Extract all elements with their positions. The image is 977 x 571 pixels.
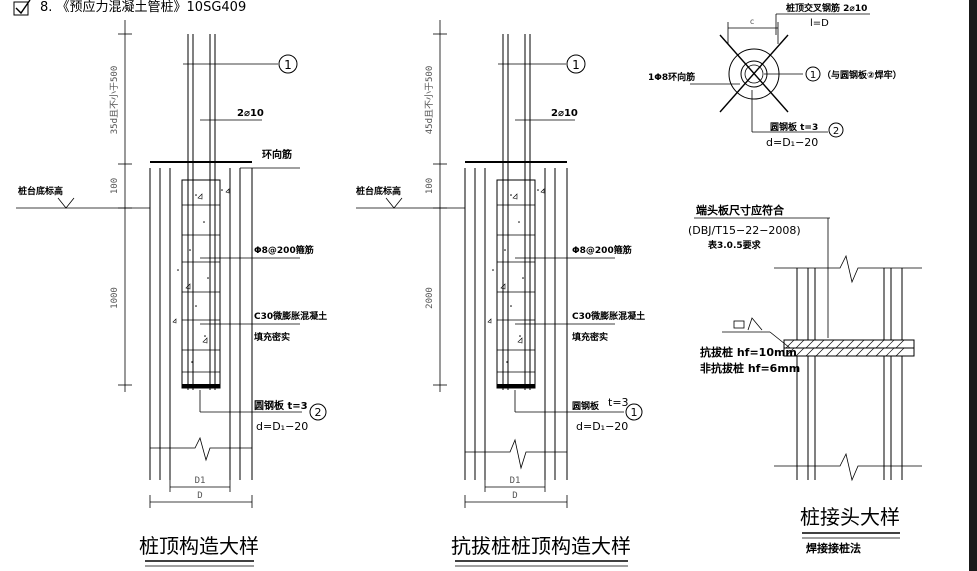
middle-detail: 45d且不小于500 100 2000 1 2⌀10: [356, 20, 645, 567]
mid-dim-top: 45d且不小于500: [424, 66, 435, 135]
left-dim-d1: D1: [195, 476, 206, 486]
rt-l-eq: l=D: [810, 18, 829, 29]
dim-low: 1000: [110, 287, 120, 309]
mid-dim-mid: 100: [425, 178, 435, 194]
rt-plate-d: d=D₁−20: [766, 136, 818, 149]
mid-fill: 填充密实: [572, 331, 608, 343]
mid-dim-d1: D1: [510, 476, 521, 486]
rt-weld-note: （与圆钢板②焊牢）: [822, 69, 902, 81]
left-fill: 填充密实: [254, 331, 290, 343]
mid-concrete: C30微膨胀混凝土: [572, 310, 645, 322]
mid-plate: 圆钢板: [572, 400, 600, 412]
dim-mid: 100: [110, 178, 120, 194]
mid-stirrup: Φ8@200箍筋: [572, 244, 632, 256]
vertical-scrollbar[interactable]: [969, 0, 977, 571]
check-mark-icon: [15, 0, 31, 15]
right-bottom-joint: 端头板尺寸应符合 (DBJ/T15−22−2008) 表3.0.5要求: [688, 203, 922, 555]
rb-note3: 表3.0.5要求: [707, 239, 762, 251]
left-ring-bar: 环向筋: [262, 148, 292, 161]
left-plate-d: d=D₁−20: [256, 420, 308, 433]
left-rebar-label: 2⌀10: [237, 108, 264, 119]
rt-dim-c: c: [750, 17, 755, 26]
left-plate-circle: 2: [315, 406, 322, 419]
mid-plate-d: d=D₁−20: [576, 420, 628, 433]
rt-cross-bar: 桩顶交叉钢筋 2⌀10: [786, 2, 867, 14]
rb-note2: (DBJ/T15−22−2008): [688, 224, 801, 237]
mid-title: 抗拔桩桩顶构造大样: [451, 534, 631, 558]
left-dim-d: D: [197, 491, 202, 501]
left-title: 桩顶构造大样: [139, 534, 259, 558]
header-item: 8. 《预应力混凝土管桩》10SG409: [40, 0, 246, 15]
mid-circle-1: 1: [572, 58, 580, 72]
rb-weld1: 抗拔桩 hf=10mm: [700, 345, 797, 359]
mid-cap-elev: 桩台底标高: [356, 185, 401, 197]
rb-title: 桩接头大样: [800, 505, 900, 529]
rt-plate: 圆钢板 t=3: [770, 121, 818, 133]
rt-ring: 1Φ8环向筋: [648, 71, 695, 83]
right-top-plan: c 桩顶交叉钢筋 2⌀10 l=D 1Φ8环向筋 1 （与圆钢板②焊牢） 圆钢板…: [648, 2, 902, 149]
rb-note1: 端头板尺寸应符合: [696, 203, 785, 217]
rt-circle-1: 1: [810, 70, 816, 81]
header: 8. 《预应力混凝土管桩》10SG409: [13, 0, 246, 16]
left-circle-1: 1: [284, 58, 292, 72]
rb-weld2: 非抗拔桩 hf=6mm: [700, 361, 800, 375]
rb-subtitle: 焊接接桩法: [806, 541, 861, 555]
mid-rebar-label: 2⌀10: [551, 108, 578, 119]
mid-plate-circle: 1: [631, 406, 638, 419]
left-detail: 35d且不小于500 100 1000 1 2⌀10 环向筋: [16, 20, 327, 567]
rt-plate-circle: 2: [833, 126, 839, 137]
left-cap-elev: 桩台底标高: [18, 185, 63, 197]
mid-dim-d: D: [512, 491, 517, 501]
checkbox-icon: [13, 1, 29, 16]
mid-dim-low: 2000: [425, 287, 435, 309]
left-plate: 圆钢板 t=3: [254, 399, 308, 412]
left-concrete: C30微膨胀混凝土: [254, 310, 327, 322]
left-stirrup: Φ8@200箍筋: [254, 244, 314, 256]
dim-top: 35d且不小于500: [109, 66, 120, 135]
mid-plate-t: t=3: [608, 396, 629, 409]
